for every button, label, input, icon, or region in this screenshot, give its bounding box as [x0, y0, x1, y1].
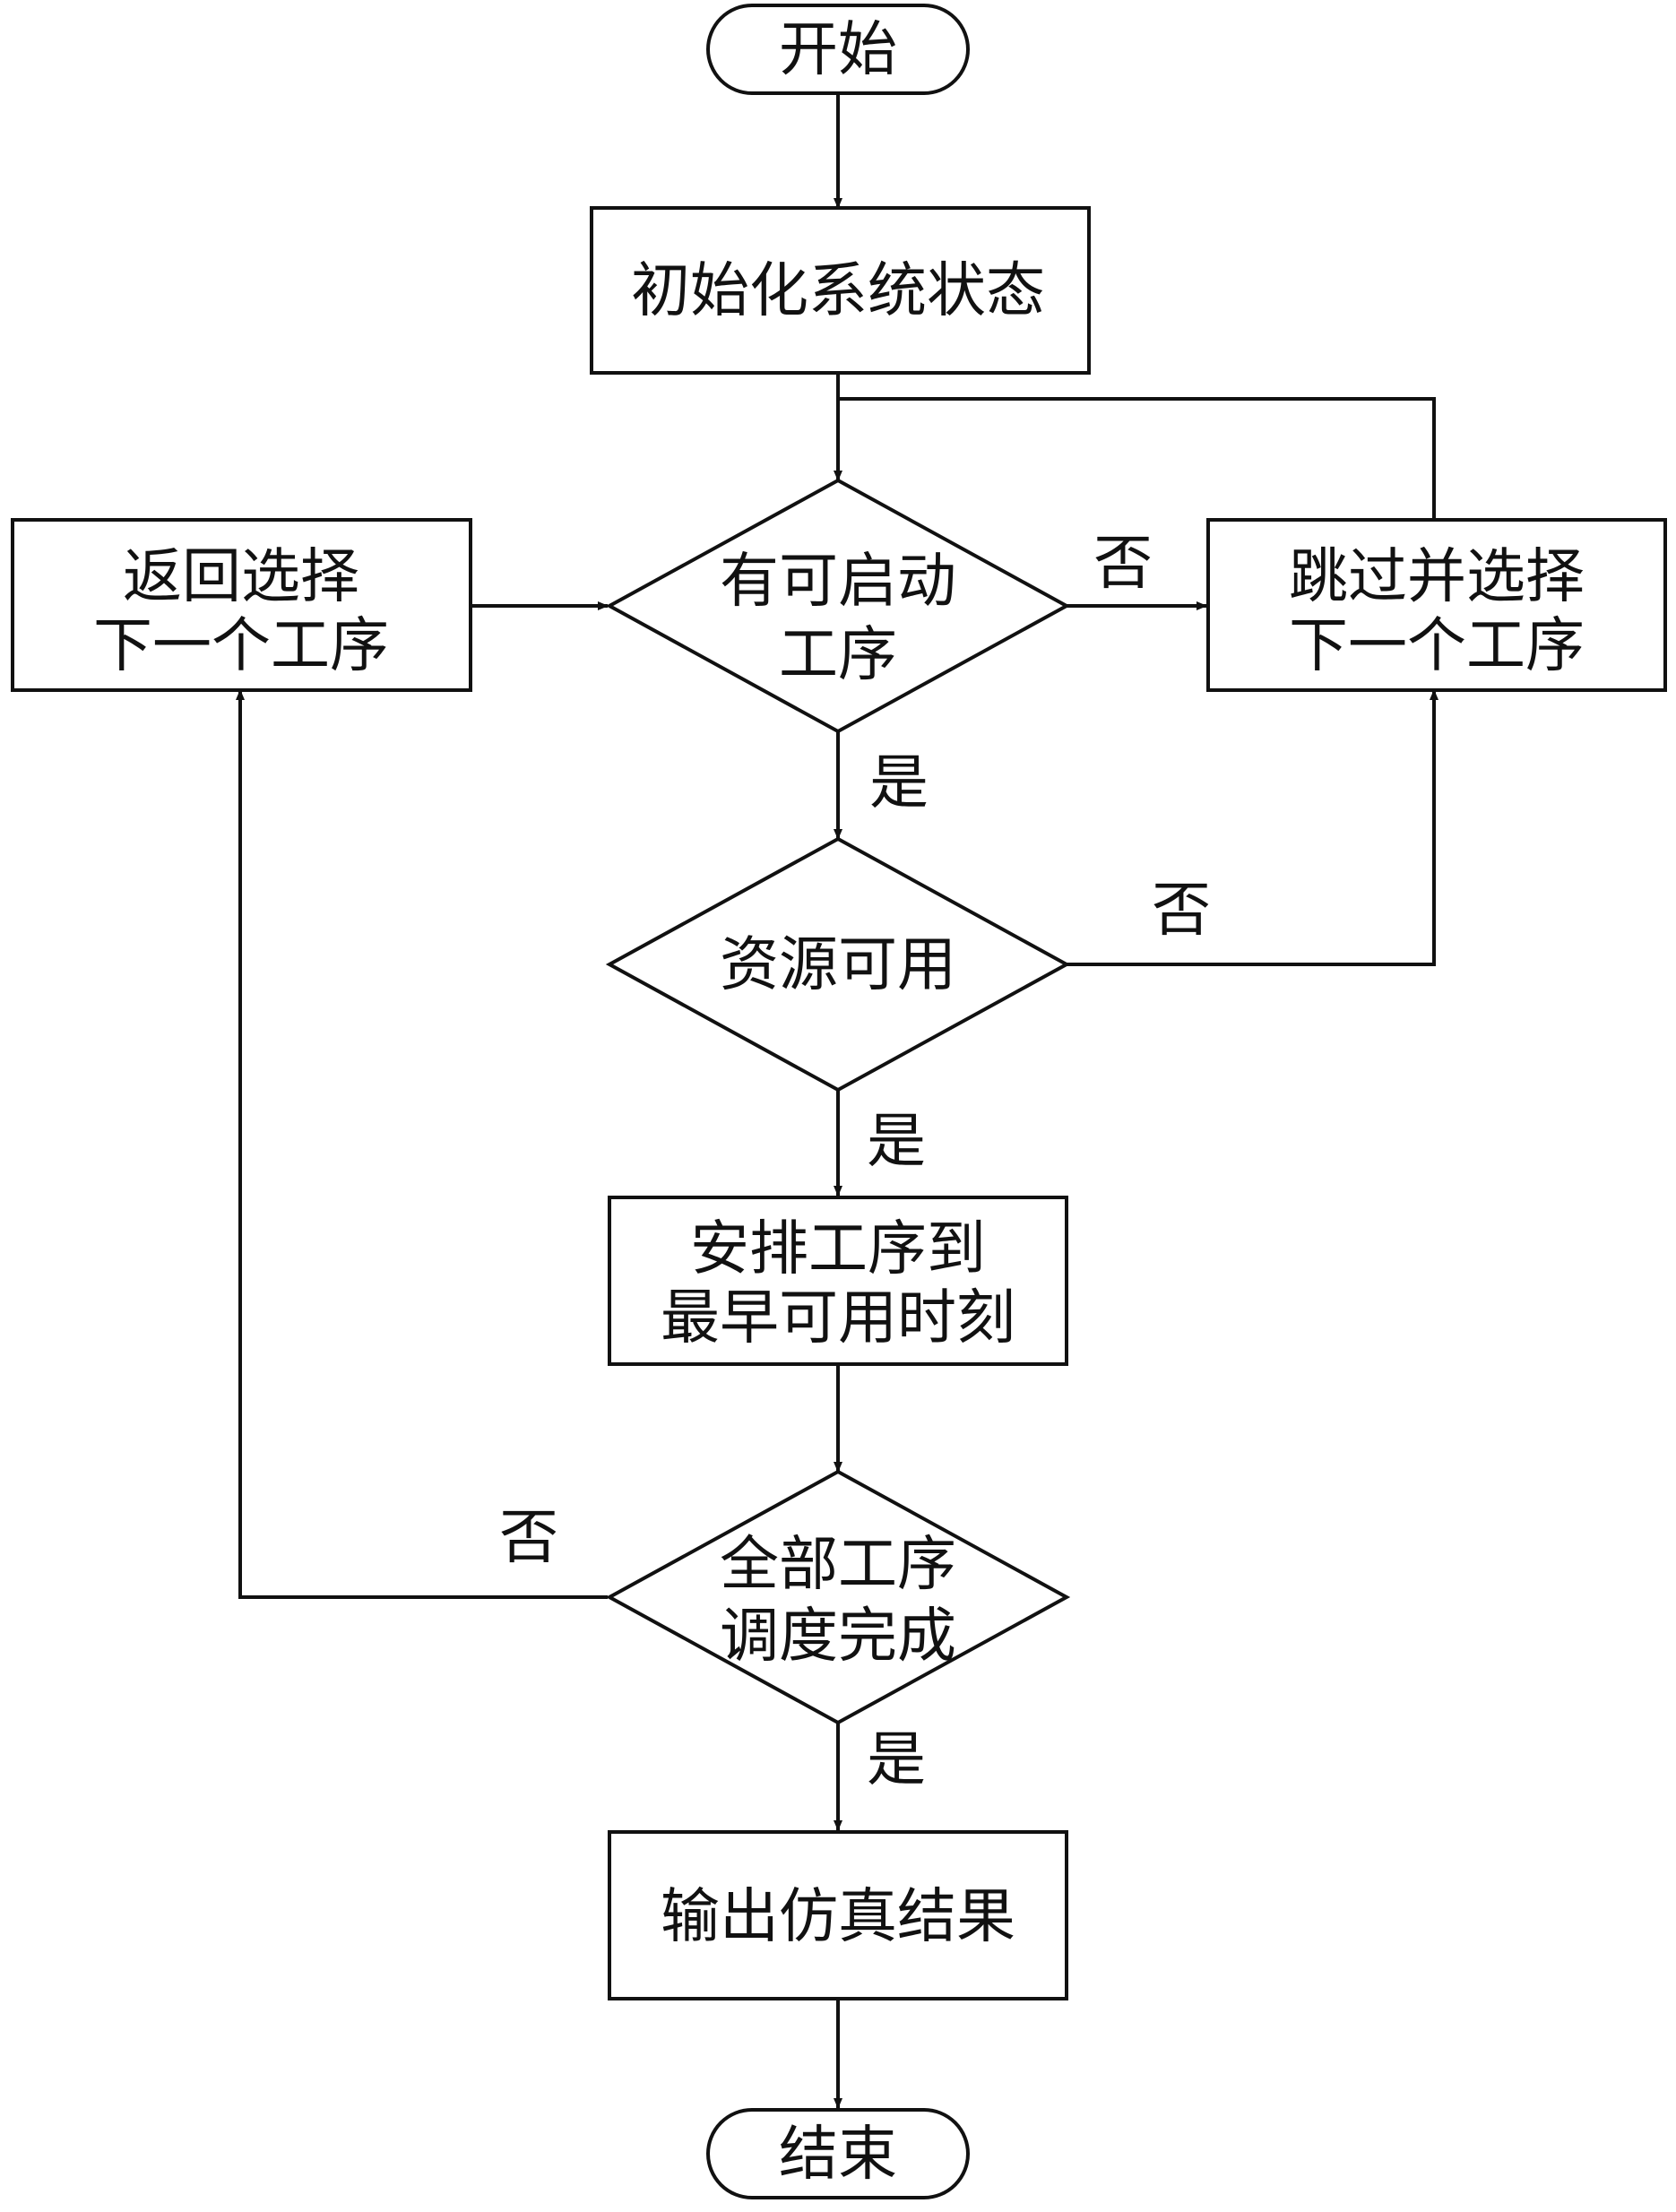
- all-done-decision: 全部工序 调度完成: [605, 1469, 1071, 1725]
- return-select-label-line-1: 返回选择: [123, 542, 359, 611]
- skip-select-label-line-1: 跳过并选择: [1289, 542, 1585, 611]
- end-node: 结束: [706, 2108, 970, 2199]
- edge-label-all-done-yes: 是: [867, 1725, 926, 1794]
- connectors: [236, 93, 1438, 2109]
- resource-label: 资源可用: [720, 930, 956, 999]
- return-select-label-line-2: 下一个工序: [93, 611, 389, 680]
- arrow-all-done-no: [236, 689, 608, 1599]
- can-start-label-line-2: 工序: [779, 620, 897, 689]
- line-skip-loop-back: [838, 397, 1436, 520]
- output-label: 输出仿真结果: [661, 1882, 1015, 1951]
- can-start-label-line-1: 有可启动: [720, 547, 956, 616]
- arrow-resource-no: [1067, 689, 1438, 966]
- skip-select-label-line-2: 下一个工序: [1289, 611, 1585, 680]
- start-label: 开始: [779, 15, 897, 84]
- resource-decision: 资源可用: [605, 836, 1071, 1093]
- can-start-decision: 有可启动 工序: [605, 478, 1071, 734]
- output-process: 输出仿真结果: [608, 1830, 1068, 2000]
- schedule-label-line-1: 安排工序到: [690, 1214, 986, 1283]
- edge-label-can-start-yes: 是: [869, 748, 929, 817]
- edge-label-resource-yes: 是: [867, 1107, 926, 1176]
- all-done-label-line-2: 调度完成: [720, 1602, 956, 1671]
- edge-label-can-start-no: 否: [1093, 529, 1153, 598]
- start-node: 开始: [706, 4, 970, 95]
- skip-select-process: 跳过并选择 下一个工序: [1206, 518, 1667, 692]
- init-process: 初始化系统状态: [590, 206, 1091, 375]
- edge-labels: 否 是 否 是 否 是: [499, 529, 1211, 1794]
- all-done-label-line-1: 全部工序: [720, 1530, 956, 1599]
- edge-label-resource-no: 否: [1152, 876, 1211, 945]
- edge-label-all-done-no: 否: [499, 1503, 558, 1572]
- end-label: 结束: [779, 2120, 897, 2189]
- init-label: 初始化系统状态: [631, 256, 1045, 325]
- schedule-process: 安排工序到 最早可用时刻: [608, 1196, 1068, 1366]
- return-select-process: 返回选择 下一个工序: [11, 518, 472, 692]
- schedule-label-line-2: 最早可用时刻: [661, 1283, 1015, 1352]
